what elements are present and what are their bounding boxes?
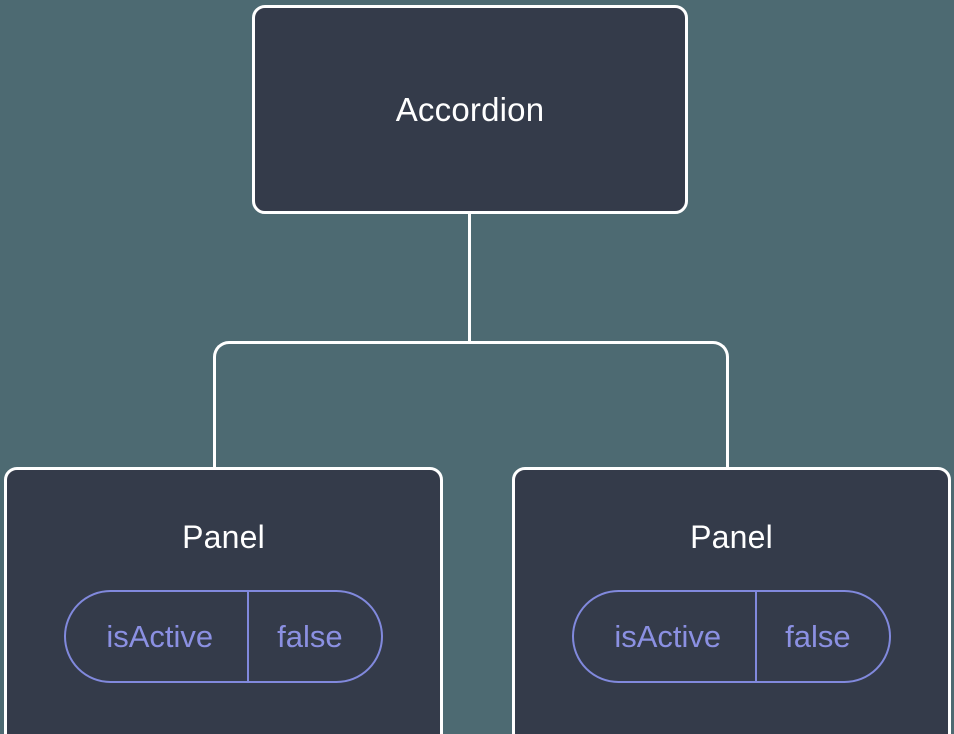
prop-pill-left[interactable]: isActive false bbox=[64, 590, 383, 683]
prop-key-isactive-right: isActive bbox=[614, 619, 722, 654]
node-panel-right-label: Panel bbox=[690, 519, 773, 555]
node-panel-right[interactable]: Panel isActive false bbox=[512, 467, 951, 734]
node-accordion-label: Accordion bbox=[395, 91, 545, 128]
prop-pill-right[interactable]: isActive false bbox=[572, 590, 891, 683]
prop-value-isactive-left: false bbox=[247, 592, 380, 681]
node-panel-left[interactable]: Panel isActive false bbox=[4, 467, 443, 734]
node-accordion[interactable]: Accordion bbox=[252, 5, 688, 214]
edge-fork-to-panels bbox=[213, 341, 729, 473]
edge-accordion-stem bbox=[468, 210, 471, 344]
prop-key-isactive-left: isActive bbox=[106, 619, 214, 654]
node-panel-left-label: Panel bbox=[182, 519, 265, 555]
prop-value-isactive-right: false bbox=[755, 592, 888, 681]
